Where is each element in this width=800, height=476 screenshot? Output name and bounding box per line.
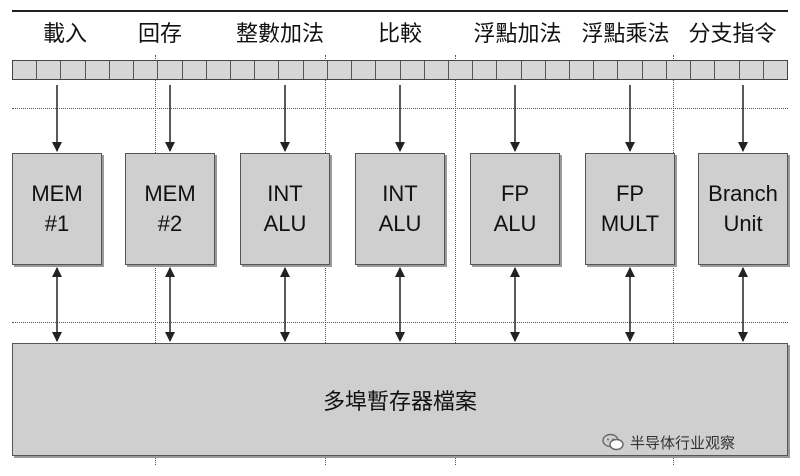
unit-line1: INT (267, 181, 303, 206)
watermark-text: 半导体行业观察 (630, 433, 736, 452)
label-fp-add: 浮點加法 (473, 22, 562, 47)
register-cell (642, 61, 667, 79)
register-cell (158, 61, 183, 79)
unit-line1: MEM (144, 181, 196, 206)
unit-int-alu-1: INT ALU (240, 153, 330, 265)
unit-line2: ALU (263, 211, 307, 236)
top-rule (12, 10, 788, 12)
unit-mem-2: MEM #2 (125, 153, 215, 265)
label-store: 回存 (137, 22, 182, 47)
register-cell (255, 61, 280, 79)
register-cell (85, 61, 110, 79)
register-cell (61, 61, 86, 79)
register-cell (763, 61, 787, 79)
unit-line1: FP (615, 181, 645, 206)
register-cell (230, 61, 256, 79)
unit-line2: ALU (493, 211, 537, 236)
register-cell (400, 61, 425, 79)
label-int-add: 整數加法 (235, 22, 324, 47)
register-cell (134, 61, 159, 79)
unit-line1: MEM (31, 181, 83, 206)
register-cell (594, 61, 619, 79)
register-cell (497, 61, 522, 79)
unit-line1: INT (382, 181, 418, 206)
register-cell (37, 61, 62, 79)
register-cell (279, 61, 304, 79)
label-load: 載入 (42, 22, 87, 47)
register-cell (182, 61, 207, 79)
unit-int-alu-2: INT ALU (355, 153, 445, 265)
grid-line (455, 55, 456, 465)
register-cell (545, 61, 571, 79)
register-cell (473, 61, 498, 79)
label-compare: 比較 (377, 22, 422, 47)
register-cell (352, 61, 377, 79)
register-cell (376, 61, 401, 79)
register-cell (618, 61, 643, 79)
register-file-label: 多埠暫存器檔案 (322, 389, 477, 415)
unit-fp-mult: FP MULT (585, 153, 675, 265)
unit-line2: #2 (157, 211, 183, 236)
register-cell (666, 61, 692, 79)
register-cell (327, 61, 353, 79)
register-cell (715, 61, 740, 79)
register-cell (521, 61, 546, 79)
unit-line1: Branch (708, 181, 778, 206)
wechat-icon (602, 433, 624, 451)
unit-line1: FP (500, 181, 530, 206)
register-cell (109, 61, 135, 79)
unit-line2: #1 (44, 211, 70, 236)
register-cell (570, 61, 595, 79)
label-branch: 分支指令 (688, 22, 777, 47)
unit-line2: MULT (600, 211, 660, 236)
register-cell (206, 61, 231, 79)
unit-fp-alu: FP ALU (470, 153, 560, 265)
register-file: 多埠暫存器檔案 (12, 343, 788, 456)
unit-line2: Unit (723, 211, 763, 236)
label-fp-mult: 浮點乘法 (581, 22, 670, 47)
unit-branch: Branch Unit (698, 153, 788, 265)
register-cell (739, 61, 764, 79)
register-cell (424, 61, 449, 79)
register-cell (448, 61, 474, 79)
unit-mem-1: MEM #1 (12, 153, 102, 265)
register-cell (691, 61, 716, 79)
watermark: 半导体行业观察 (602, 430, 735, 454)
register-cell (303, 61, 328, 79)
unit-line2: ALU (378, 211, 422, 236)
register-cell (13, 61, 38, 79)
instruction-register (12, 60, 788, 80)
